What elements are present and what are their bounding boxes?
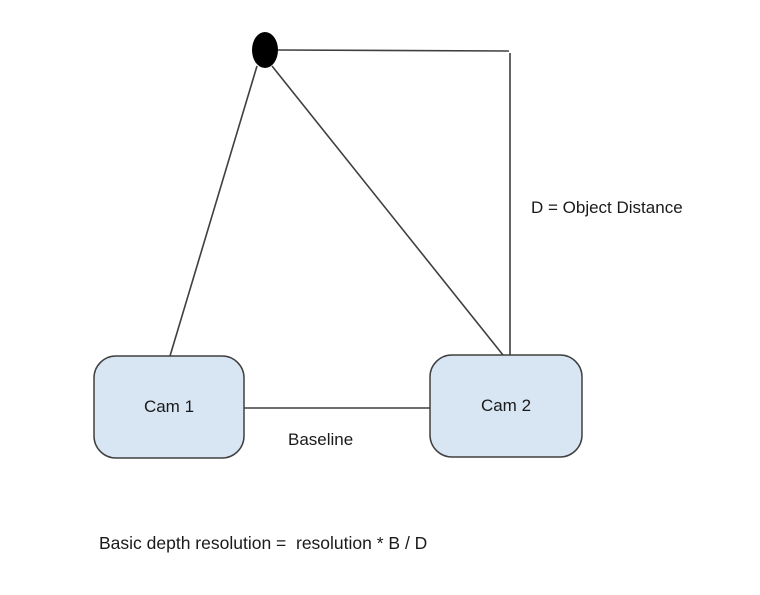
distance-horizontal-line bbox=[277, 49, 510, 52]
depth-resolution-formula: Basic depth resolution = resolution * B … bbox=[99, 533, 428, 553]
object-distance-label: D = Object Distance bbox=[531, 198, 683, 217]
cam1-box bbox=[93, 355, 245, 459]
object-point bbox=[252, 32, 278, 68]
sight-line-cam2 bbox=[271, 65, 504, 356]
baseline-label: Baseline bbox=[288, 430, 354, 449]
sight-line-cam1 bbox=[169, 65, 258, 357]
cam2-box bbox=[429, 354, 583, 458]
